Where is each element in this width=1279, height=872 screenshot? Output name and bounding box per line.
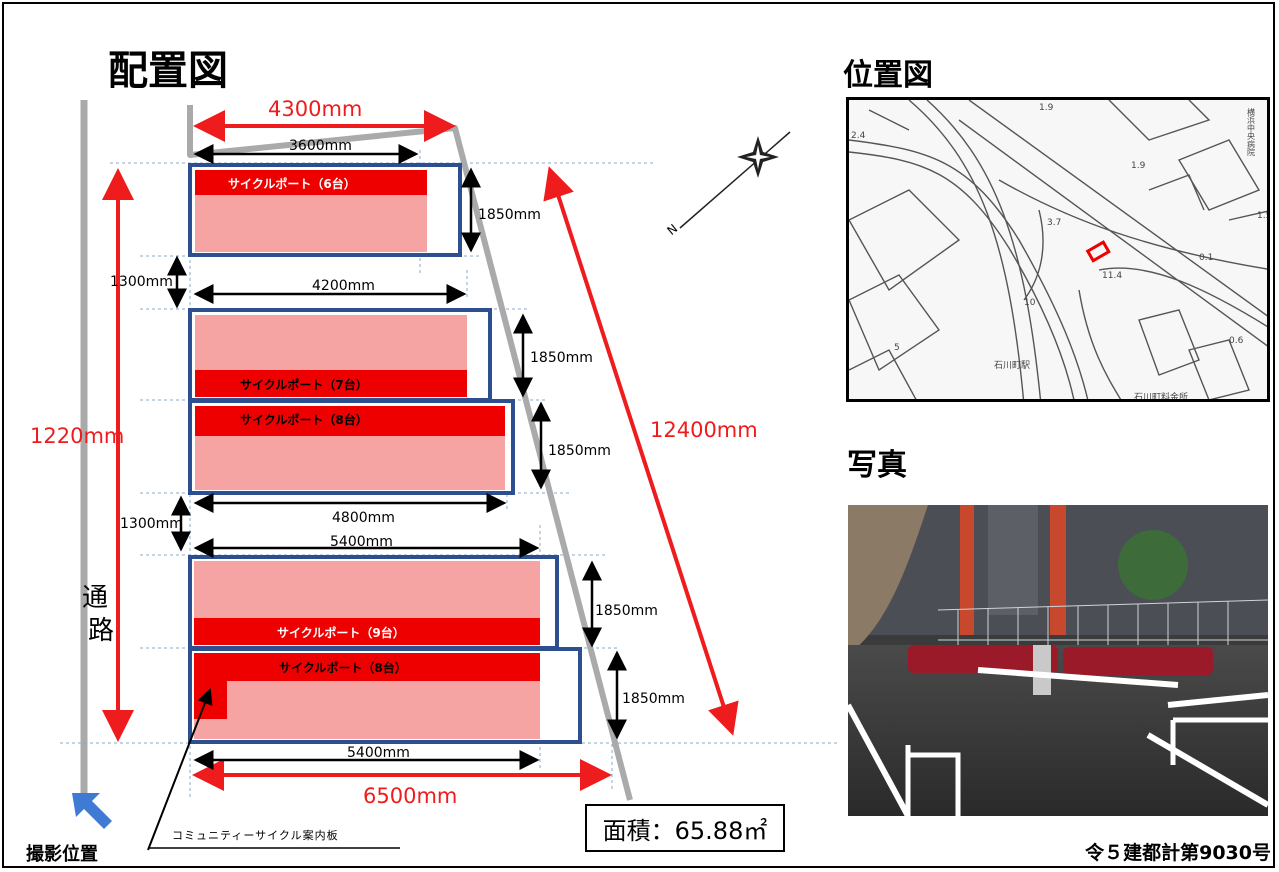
dim-row3-width: 4800mm [332,510,395,526]
photo-title: 写真 [847,448,907,483]
area-box: 面積：65.88㎡ [585,804,785,852]
black-dimension-arrows [167,144,627,770]
dim-row5-width: 5400mm [347,745,410,761]
dim-row2-depth: 1850mm [530,350,593,366]
port-row-3 [188,399,515,495]
port-label-4: サイクルポート（9台） [277,625,405,640]
port-label-1: サイクルポート（6台） [228,176,356,191]
dim-row4-depth: 1850mm [595,603,658,619]
area-text: 面積：65.88㎡ [602,816,768,845]
location-map: 石川町駅 石川町料金所 1.9 2.4 1.5 3.7 0.1 11.4 10 … [846,97,1270,402]
compass-icon [679,131,791,229]
map-n7: 10 [1024,298,1036,308]
dim-row4-width: 5400mm [330,534,393,550]
port-label-5: サイクルポート（8台） [279,660,407,675]
map-n4: 3.7 [1047,218,1061,228]
map-n8: 0.6 [1229,336,1244,346]
shooting-arrow-icon [72,793,112,829]
dim-row5-depth: 1850mm [622,691,685,707]
north-label: N [664,221,680,237]
port-label-2: サイクルポート（7台） [240,377,368,392]
location-title: 位置図 [843,58,933,93]
dim-left-total: 1220mm [30,424,124,448]
port-row-2 [188,308,492,402]
permit-number: 令５建都計第9030号 [1085,842,1271,864]
passage-label-2: 路 [88,616,114,646]
dim-top-total: 4300mm [268,97,362,121]
dim-top-inner: 3600mm [289,138,352,154]
port-label-3: サイクルポート（8台） [240,412,368,427]
dim-gap2: 1300mm [120,516,183,532]
passage-label-1: 通 [82,583,108,613]
port-row-5 [188,647,582,744]
port-row-1 [188,163,462,257]
map-n9: 5 [894,343,900,353]
dim-bottom-total: 6500mm [363,784,457,808]
site-photo [848,505,1268,816]
shooting-position-label: 撮影位置 [26,844,98,865]
map-n1: 1.9 [1039,103,1054,113]
dim-diagonal-arrow [543,166,739,736]
dim-row1-depth: 1850mm [478,207,541,223]
map-n2: 2.4 [851,131,866,141]
map-n3: 1.5 [1257,211,1270,221]
board-pointer-line [147,688,213,851]
map-office: 石川町料金所 [1134,391,1188,402]
map-hospital: 横浜中央病院 [1247,107,1256,157]
map-n1b: 1.9 [1131,161,1146,171]
dim-row2-width: 4200mm [312,278,375,294]
dim-diagonal: 12400mm [650,418,758,442]
dim-row3-depth: 1850mm [548,443,611,459]
dim-gap1: 1300mm [110,274,173,290]
board-label: コミュニティーサイクル案内板 [172,829,339,842]
map-n6: 11.4 [1102,271,1122,281]
map-n5: 0.1 [1199,253,1213,263]
map-station: 石川町駅 [994,360,1030,371]
layout-title: 配置図 [108,48,228,94]
